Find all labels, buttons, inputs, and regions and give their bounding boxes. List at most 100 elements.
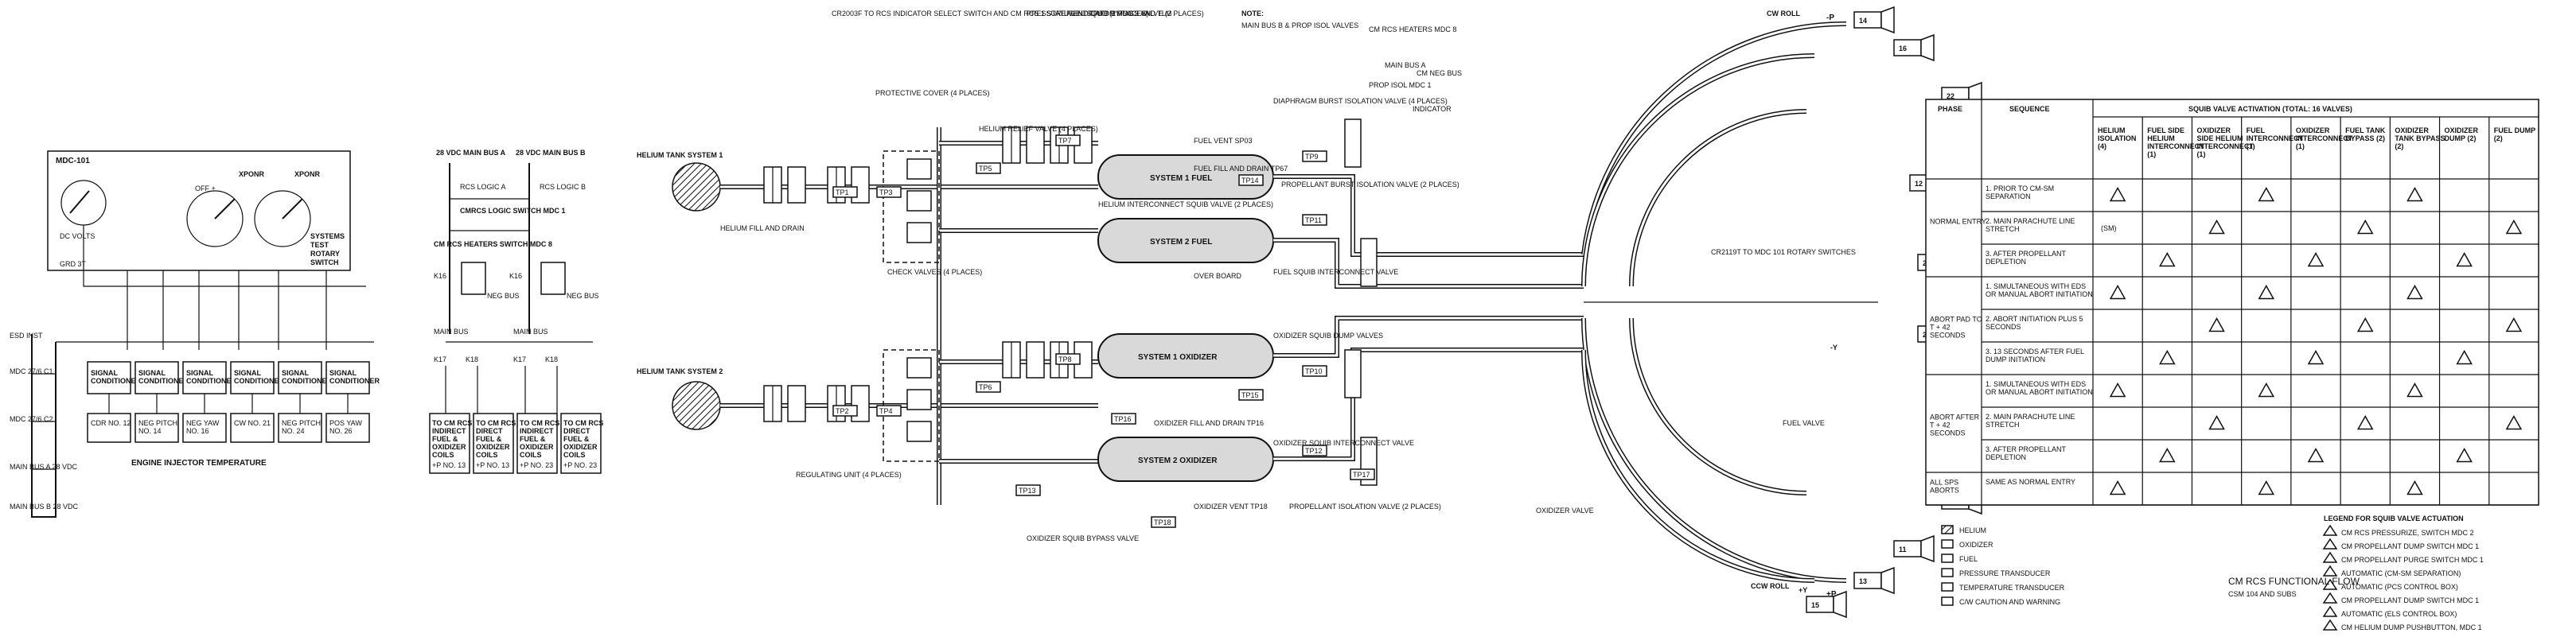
system-1-fuel-label: SYSTEM 1 FUEL xyxy=(1150,174,1212,183)
table-title: SQUIB VALVE ACTIVATION (TOTAL: 16 VALVES… xyxy=(2188,105,2352,113)
actuation-triangle-icon xyxy=(2109,382,2126,398)
key-swatch-icon xyxy=(1941,553,1954,563)
meter-needle-icon xyxy=(69,190,90,214)
rcs-coil-code: +P NO. 13 xyxy=(476,461,509,469)
fuel-squib-interconnect-icon xyxy=(1344,118,1362,168)
test-point-box xyxy=(1302,445,1327,456)
yaw-label: +Y xyxy=(1799,586,1807,594)
prop-isol-mdc-label: PROP ISOL MDC 1 xyxy=(1369,81,1432,89)
check-valve-icon xyxy=(906,158,932,180)
test-point-label: TP17 xyxy=(1353,471,1370,479)
legend-triangle-icon xyxy=(2322,538,2338,550)
cm-rcs-heaters-label: CM RCS HEATERS MDC 8 xyxy=(1369,25,1456,33)
indicator-label: INDICATOR xyxy=(1413,105,1452,113)
rcs-logic-b: RCS LOGIC B xyxy=(540,183,586,191)
cm-neg-bus-label: CM NEG BUS xyxy=(1417,69,1462,77)
check-valves-label: CHECK VALVES (4 PLACES) xyxy=(887,268,982,276)
actuation-triangle-icon xyxy=(2505,317,2523,332)
actuation-triangle-icon xyxy=(2356,414,2374,430)
actuation-triangle-icon xyxy=(2208,414,2225,430)
key-item: FUEL xyxy=(1959,555,1978,563)
neg-bus-b: NEG BUS xyxy=(567,292,599,300)
system-2-fuel-label: SYSTEM 2 FUEL xyxy=(1150,238,1212,247)
neg-bus-a: NEG BUS xyxy=(487,292,520,300)
test-point-box xyxy=(1015,484,1041,496)
rcs-logic-a: RCS LOGIC A xyxy=(460,183,506,191)
roll-label: CCW ROLL xyxy=(1751,582,1790,590)
legend-item: AUTOMATIC (CM-SM SEPARATION) xyxy=(2341,569,2461,577)
actuation-triangle-icon xyxy=(2258,382,2275,398)
fuel-squib-bypass-label: FUEL SQUIB BYPASS VALVE (2 PLACES) xyxy=(1066,10,1204,17)
engine-number: 22 xyxy=(1947,92,1954,100)
test-point-label: TP15 xyxy=(1241,391,1259,399)
legend-triangle-icon xyxy=(2322,619,2338,631)
propellant-burst-label: PROPELLANT BURST ISOLATION VALVE (2 PLAC… xyxy=(1281,181,1459,188)
helium-interconnect-label: HELIUM INTERCONNECT SQUIB VALVE (2 PLACE… xyxy=(1098,200,1273,208)
helium-tank-2-icon xyxy=(672,381,721,430)
legend-triangle-icon xyxy=(2322,565,2338,577)
key-item: C/W CAUTION AND WARNING xyxy=(1959,598,2060,606)
actuation-triangle-icon xyxy=(2258,186,2275,202)
engine-number: 16 xyxy=(1899,45,1907,52)
roll-label: CW ROLL xyxy=(1767,10,1800,17)
test-point-label: TP11 xyxy=(1305,216,1322,224)
engine-number: 11 xyxy=(1899,546,1907,553)
actuation-triangle-icon xyxy=(2356,219,2374,235)
actuation-triangle-icon xyxy=(2109,480,2126,495)
sequence-header: SEQUENCE xyxy=(2009,105,2050,113)
actuation-triangle-icon xyxy=(2307,349,2325,365)
actuation-triangle-icon xyxy=(2258,480,2275,495)
check-valve-box-1 xyxy=(883,150,940,263)
test-point-box xyxy=(1238,174,1264,186)
test-point-label: TP16 xyxy=(1114,415,1132,423)
mdc-101-box xyxy=(47,150,351,271)
actuation-triangle-icon xyxy=(2406,382,2423,398)
rotary-switch-1-icon[interactable] xyxy=(186,190,244,247)
actuation-triangle-icon xyxy=(2307,251,2325,267)
check-valve-icon xyxy=(906,357,932,379)
legend-title: LEGEND FOR SQUIB VALVE ACTUATION xyxy=(2324,515,2464,522)
test-point-label: TP12 xyxy=(1305,447,1323,455)
propellant-isolation-label: PROPELLANT ISOLATION VALVE (2 PLACES) xyxy=(1289,503,1441,511)
rotary-switch-2-icon[interactable] xyxy=(254,190,311,247)
off-plus-label: OFF + xyxy=(195,184,216,192)
rcs-coil-box xyxy=(516,413,558,474)
test-point-box xyxy=(1238,389,1264,401)
fuel-squib-interconnect-label: FUEL SQUIB INTERCONNECT VALVE xyxy=(1273,268,1398,276)
bus-28vdc-b: 28 VDC MAIN BUS B xyxy=(516,149,586,157)
esd-label: ESD INST xyxy=(10,332,43,340)
test-point-label: TP5 xyxy=(979,165,992,173)
test-point-box xyxy=(876,405,902,417)
engine-bell-icon xyxy=(1920,534,1935,563)
ox-squib-interconnect-label: OXIDIZER SQUIB INTERCONNECT VALVE xyxy=(1273,439,1414,447)
check-valve-icon xyxy=(906,222,932,243)
actuation-triangle-icon xyxy=(2159,349,2176,365)
helium-tank-1-icon xyxy=(672,162,721,212)
key-item: PRESSURE TRANSDUCER xyxy=(1959,569,2051,577)
squib-valve-icon xyxy=(1026,126,1045,164)
relay-label-1: K17 xyxy=(434,355,446,363)
rcs-coil-code: +P NO. 23 xyxy=(520,461,553,469)
indicator-box xyxy=(134,413,179,443)
rotary-label: CR2119T TO MDC 101 ROTARY SWITCHES xyxy=(1711,248,1856,256)
engine-temperature-panel: MDC-101 DC VOLTS XPONR XPONR OFF + SYSTE… xyxy=(10,150,380,518)
legend-triangle-icon xyxy=(2322,524,2338,536)
phase-cell: NORMAL ENTRY xyxy=(1930,218,1986,226)
ox-valve-label: OXIDIZER VALVE xyxy=(1536,507,1594,515)
relay-label-5: K18 xyxy=(545,355,558,363)
